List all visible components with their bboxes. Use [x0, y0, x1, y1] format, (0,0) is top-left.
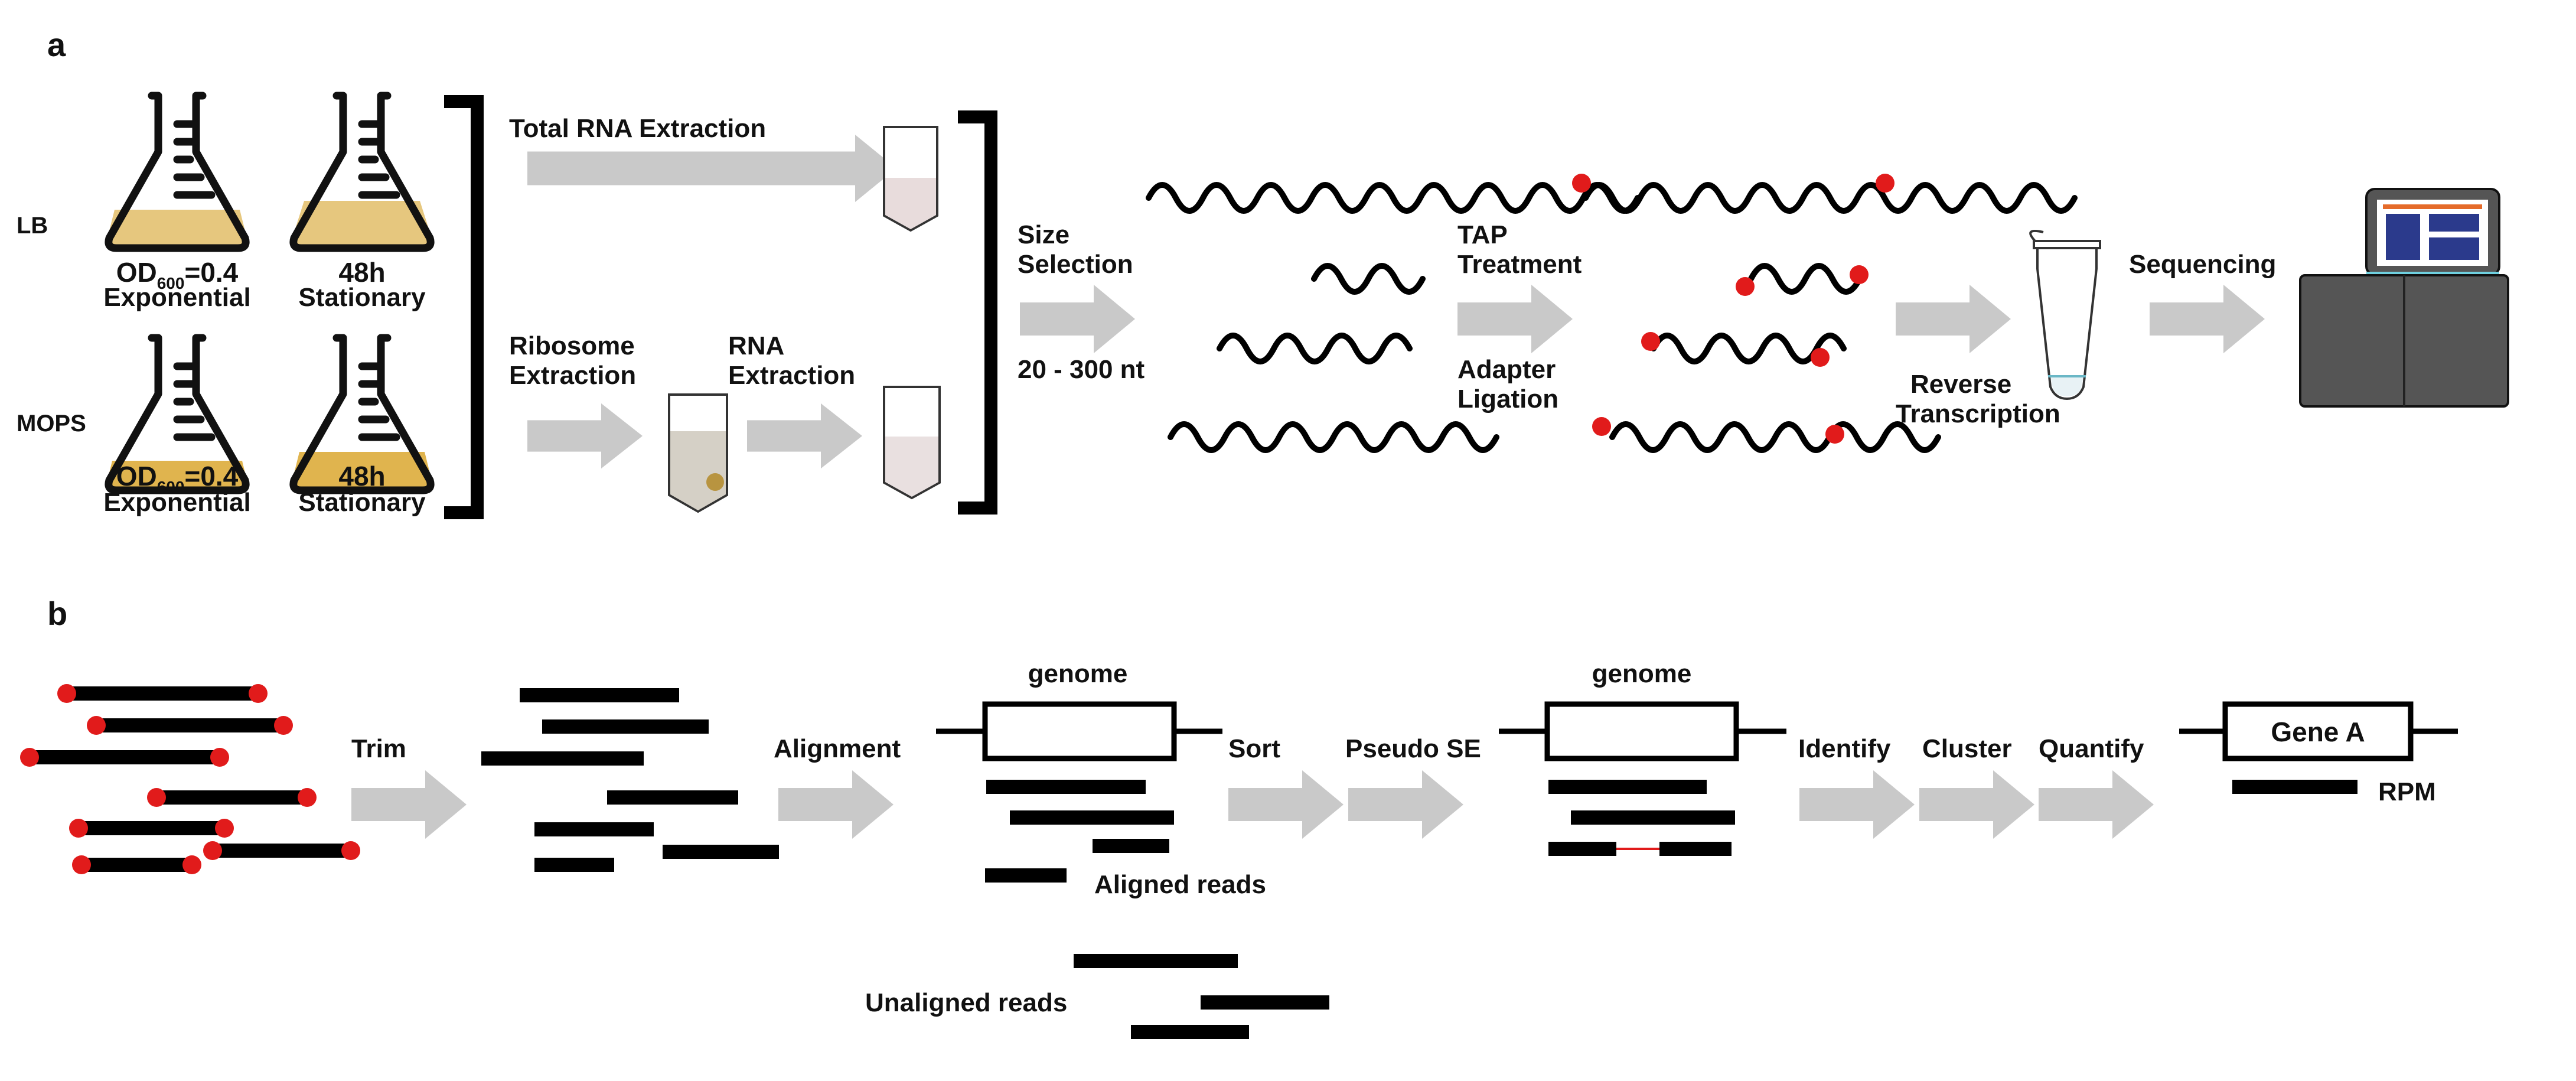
bracket-samples — [444, 95, 484, 519]
media-label-mops: MOPS — [17, 411, 86, 437]
arrow-alignment — [778, 770, 894, 839]
flask-icon — [107, 210, 247, 248]
od-label-mops: OD600=0.4 — [116, 461, 239, 496]
identify-label: Identify — [1798, 734, 1891, 763]
media-label-lb: LB — [17, 213, 48, 239]
ribosome-label-1: Ribosome — [509, 331, 635, 360]
phase-exponential-mops: Exponential — [103, 488, 250, 517]
phase-stationary-lb: Stationary — [298, 283, 426, 312]
genome-track-1 — [936, 701, 1222, 761]
gene-track — [2179, 701, 2458, 761]
cluster-label: Cluster — [1922, 734, 2012, 763]
tube-icon — [883, 126, 938, 232]
size-selection-label-1: Size — [1018, 220, 1069, 249]
flask-icon — [292, 201, 432, 248]
flask-icon — [292, 452, 432, 490]
arrow-sequencing — [2150, 285, 2265, 353]
sorted-reads — [1548, 780, 1735, 856]
total-rna-extraction-label: Total RNA Extraction — [509, 114, 766, 143]
aligned-reads — [985, 780, 1174, 883]
reverse-label-1: Reverse — [1910, 370, 2011, 399]
pseudo-se-label: Pseudo SE — [1345, 734, 1481, 763]
quantify-label: Quantify — [2039, 734, 2144, 763]
genome-label-2: genome — [1592, 659, 1692, 688]
arrow-cluster — [1919, 770, 2034, 839]
tap-label-1: TAP — [1457, 220, 1508, 249]
flask-lb-exponential — [105, 92, 250, 252]
arrow-quantify — [2039, 770, 2154, 839]
tube-icon-ribosome — [668, 393, 728, 513]
genome-track-2 — [1499, 701, 1786, 761]
flask-icon — [107, 461, 247, 490]
arrow-total-rna — [527, 135, 896, 202]
bracket-extractions — [958, 110, 997, 515]
arrow-tap — [1457, 285, 1573, 353]
adapter-label-1: Adapter — [1457, 355, 1556, 384]
reverse-label-2: Transcription — [1896, 399, 2060, 428]
size-range-label: 20 - 300 nt — [1018, 355, 1145, 384]
ligated-fragments — [1572, 174, 2078, 453]
time-label-mops: 48h — [338, 461, 385, 491]
arrow-trim — [351, 770, 467, 839]
trimmed-reads — [481, 688, 779, 872]
rpm-label: RPM — [2378, 777, 2436, 806]
od-label-lb: OD600=0.4 — [116, 257, 239, 292]
raw-reads — [20, 684, 360, 874]
arrow-identify — [1799, 770, 1915, 839]
gene-read — [2232, 780, 2357, 794]
arrow-ribosome — [527, 403, 643, 469]
arrow-size-selection — [1020, 285, 1135, 353]
genome-label-1: genome — [1028, 659, 1128, 688]
rna-extraction-label-1: RNA — [728, 331, 784, 360]
rna-fragments — [1146, 182, 1641, 453]
arrow-sort — [1228, 770, 1344, 839]
adapter-label-2: Ligation — [1457, 385, 1558, 413]
arrow-pseudo-se — [1348, 770, 1463, 839]
sequencer-icon — [2299, 188, 2509, 408]
flask-lb-stationary — [289, 92, 435, 252]
arrow-reverse-transcription — [1896, 285, 2011, 353]
size-selection-label-2: Selection — [1018, 250, 1133, 279]
unaligned-reads — [1074, 954, 1329, 1039]
rna-extraction-label-2: Extraction — [728, 361, 855, 390]
gene-label: Gene A — [2271, 717, 2365, 747]
panel-a-label: a — [47, 26, 66, 63]
trim-label: Trim — [351, 734, 406, 763]
phase-stationary-mops: Stationary — [298, 488, 426, 517]
flask-mops-exponential — [105, 334, 250, 494]
time-label-lb: 48h — [338, 257, 385, 288]
tap-label-2: Treatment — [1457, 250, 1582, 279]
unaligned-reads-label: Unaligned reads — [865, 988, 1067, 1017]
aligned-reads-label: Aligned reads — [1094, 870, 1266, 899]
sort-label: Sort — [1228, 734, 1280, 763]
panel-b-label: b — [47, 595, 67, 632]
tube-icon-rna — [883, 386, 941, 500]
flask-mops-stationary — [289, 334, 435, 494]
ribosome-label-2: Extraction — [509, 361, 636, 390]
alignment-label: Alignment — [774, 734, 901, 763]
sequencing-label: Sequencing — [2129, 250, 2276, 279]
phase-exponential-lb: Exponential — [103, 283, 250, 312]
pcr-tube-icon — [2029, 229, 2101, 401]
arrow-rna-extraction — [747, 403, 862, 469]
